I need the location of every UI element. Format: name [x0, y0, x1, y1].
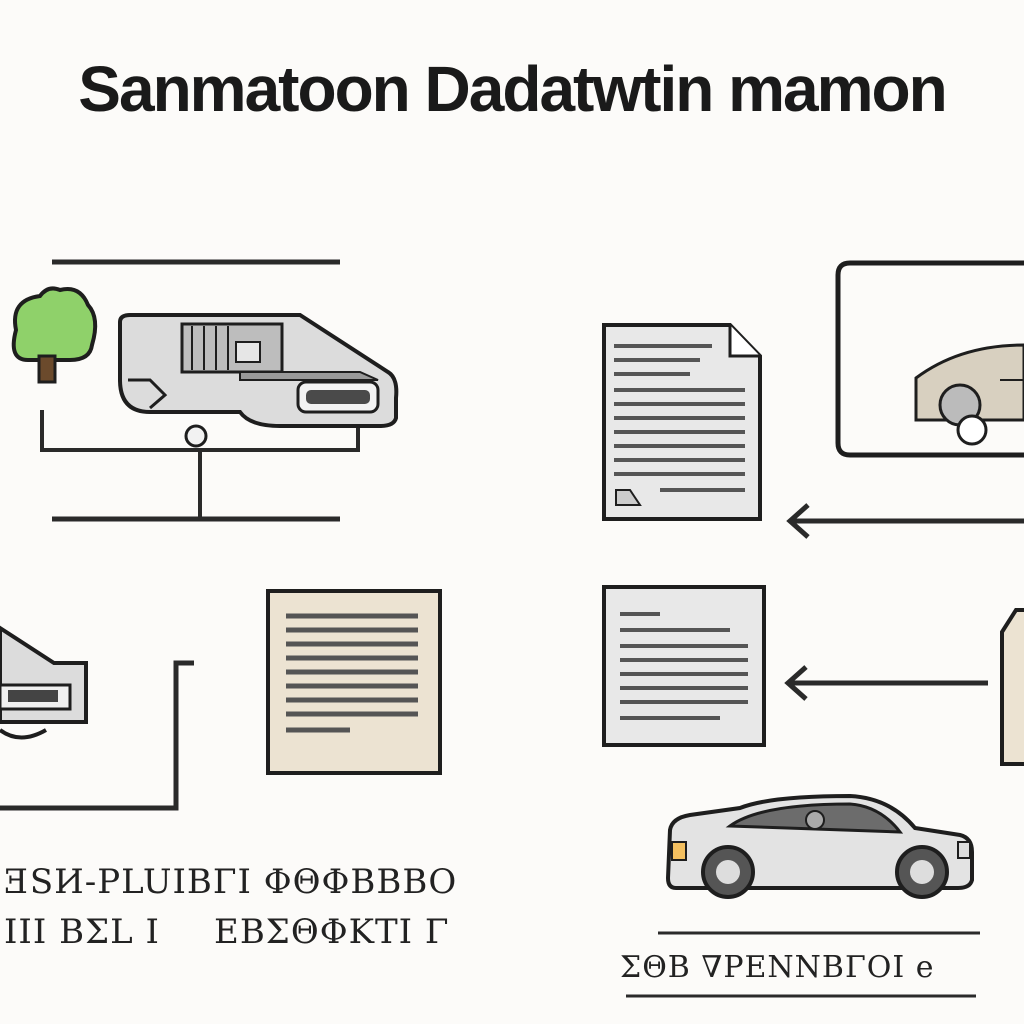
top-left-section — [11, 259, 399, 522]
car-sedan-icon — [665, 793, 974, 899]
document-icon — [266, 589, 442, 775]
arrow-left-icon — [786, 503, 1024, 539]
arrow-left-icon — [784, 665, 988, 701]
scanner-device-icon — [118, 313, 399, 448]
caption-text: ΣΘΒ ∇ΡΕΝΝΒΓΟΙ e — [620, 950, 935, 985]
cloud-plant-icon — [11, 286, 98, 384]
partial-box-icon — [1000, 608, 1024, 766]
caption-text: ΕΒΣΘΦΚΤΙ Γ — [214, 912, 450, 952]
caption-text: ƎЅИ-РLUΙΒΓΙ ΦΘΦΒΒΒΟ — [4, 862, 458, 902]
document-icon — [602, 323, 762, 521]
document-icon — [602, 585, 766, 747]
bottom-left-device-icon — [0, 625, 194, 811]
car-panel-icon — [835, 260, 1024, 458]
diagram-title: Sanmatoon Dadatwtin mamon — [78, 53, 947, 125]
caption-text: ΙΙΙ ΒΣL Ι — [4, 912, 160, 952]
